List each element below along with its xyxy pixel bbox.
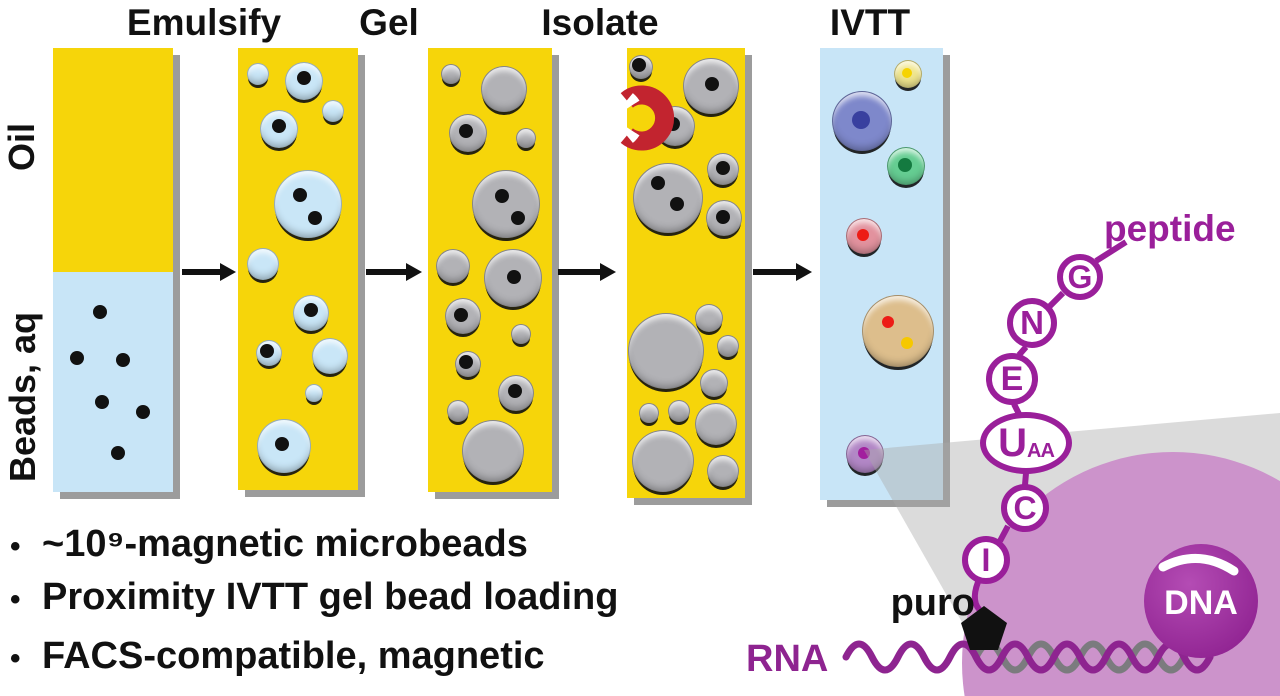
bullet-item: • Proximity IVTT gel bead loading bbox=[10, 576, 618, 619]
bullet-text: FACS-compatible, magnetic bbox=[42, 635, 545, 677]
rna-label: RNA bbox=[746, 638, 829, 680]
chain-node-i: I bbox=[962, 536, 1010, 584]
step-label-ivtt: IVTT bbox=[829, 2, 911, 43]
panel-gel bbox=[428, 48, 552, 492]
peptide-label: peptide bbox=[1104, 208, 1236, 249]
oil-layer bbox=[53, 48, 173, 272]
rna-helix bbox=[842, 640, 1214, 674]
bullet-text: ~10⁹-magnetic microbeads bbox=[42, 523, 528, 565]
panel-beads-oil bbox=[53, 48, 173, 492]
chain-letter: G bbox=[1067, 258, 1093, 295]
panel-ivtt bbox=[820, 48, 943, 500]
bullet-item: • ~10⁹-magnetic microbeads bbox=[10, 523, 528, 566]
bullet-item: • FACS-compatible, magnetic bbox=[10, 635, 545, 678]
panel-emulsify bbox=[238, 48, 358, 490]
dna-sphere: DNA bbox=[1144, 544, 1258, 658]
chain-letter: C bbox=[1013, 489, 1037, 526]
chain-letter: I bbox=[981, 541, 991, 578]
bullet-icon: • bbox=[10, 530, 21, 563]
panel-isolate bbox=[627, 48, 745, 498]
chain-node-g: G bbox=[1057, 254, 1103, 300]
bullet-text: Proximity IVTT gel bead loading bbox=[42, 576, 619, 618]
chain-sub-aa: AA bbox=[1027, 439, 1055, 462]
chain-node-c: C bbox=[1001, 484, 1049, 532]
step-label-isolate: Isolate bbox=[541, 2, 659, 43]
puro-label: puro bbox=[890, 582, 975, 624]
chain-node-n: N bbox=[1007, 298, 1057, 348]
dna-strand-gray bbox=[972, 640, 1214, 674]
chain-letter: N bbox=[1020, 304, 1044, 341]
chain-node-e: E bbox=[986, 353, 1038, 405]
side-label-oil: Oil bbox=[1, 123, 42, 172]
dna-label: DNA bbox=[1164, 584, 1238, 622]
aqueous-layer bbox=[53, 272, 173, 492]
step-label-emulsify: Emulsify bbox=[126, 2, 282, 43]
chain-letter: U bbox=[998, 420, 1027, 465]
chain-letter: E bbox=[1000, 359, 1024, 398]
side-label-beads-aq: Beads, aq bbox=[2, 311, 43, 483]
bullet-icon: • bbox=[10, 642, 21, 675]
step-label-gel: Gel bbox=[359, 2, 419, 43]
bullet-icon: • bbox=[10, 583, 21, 616]
